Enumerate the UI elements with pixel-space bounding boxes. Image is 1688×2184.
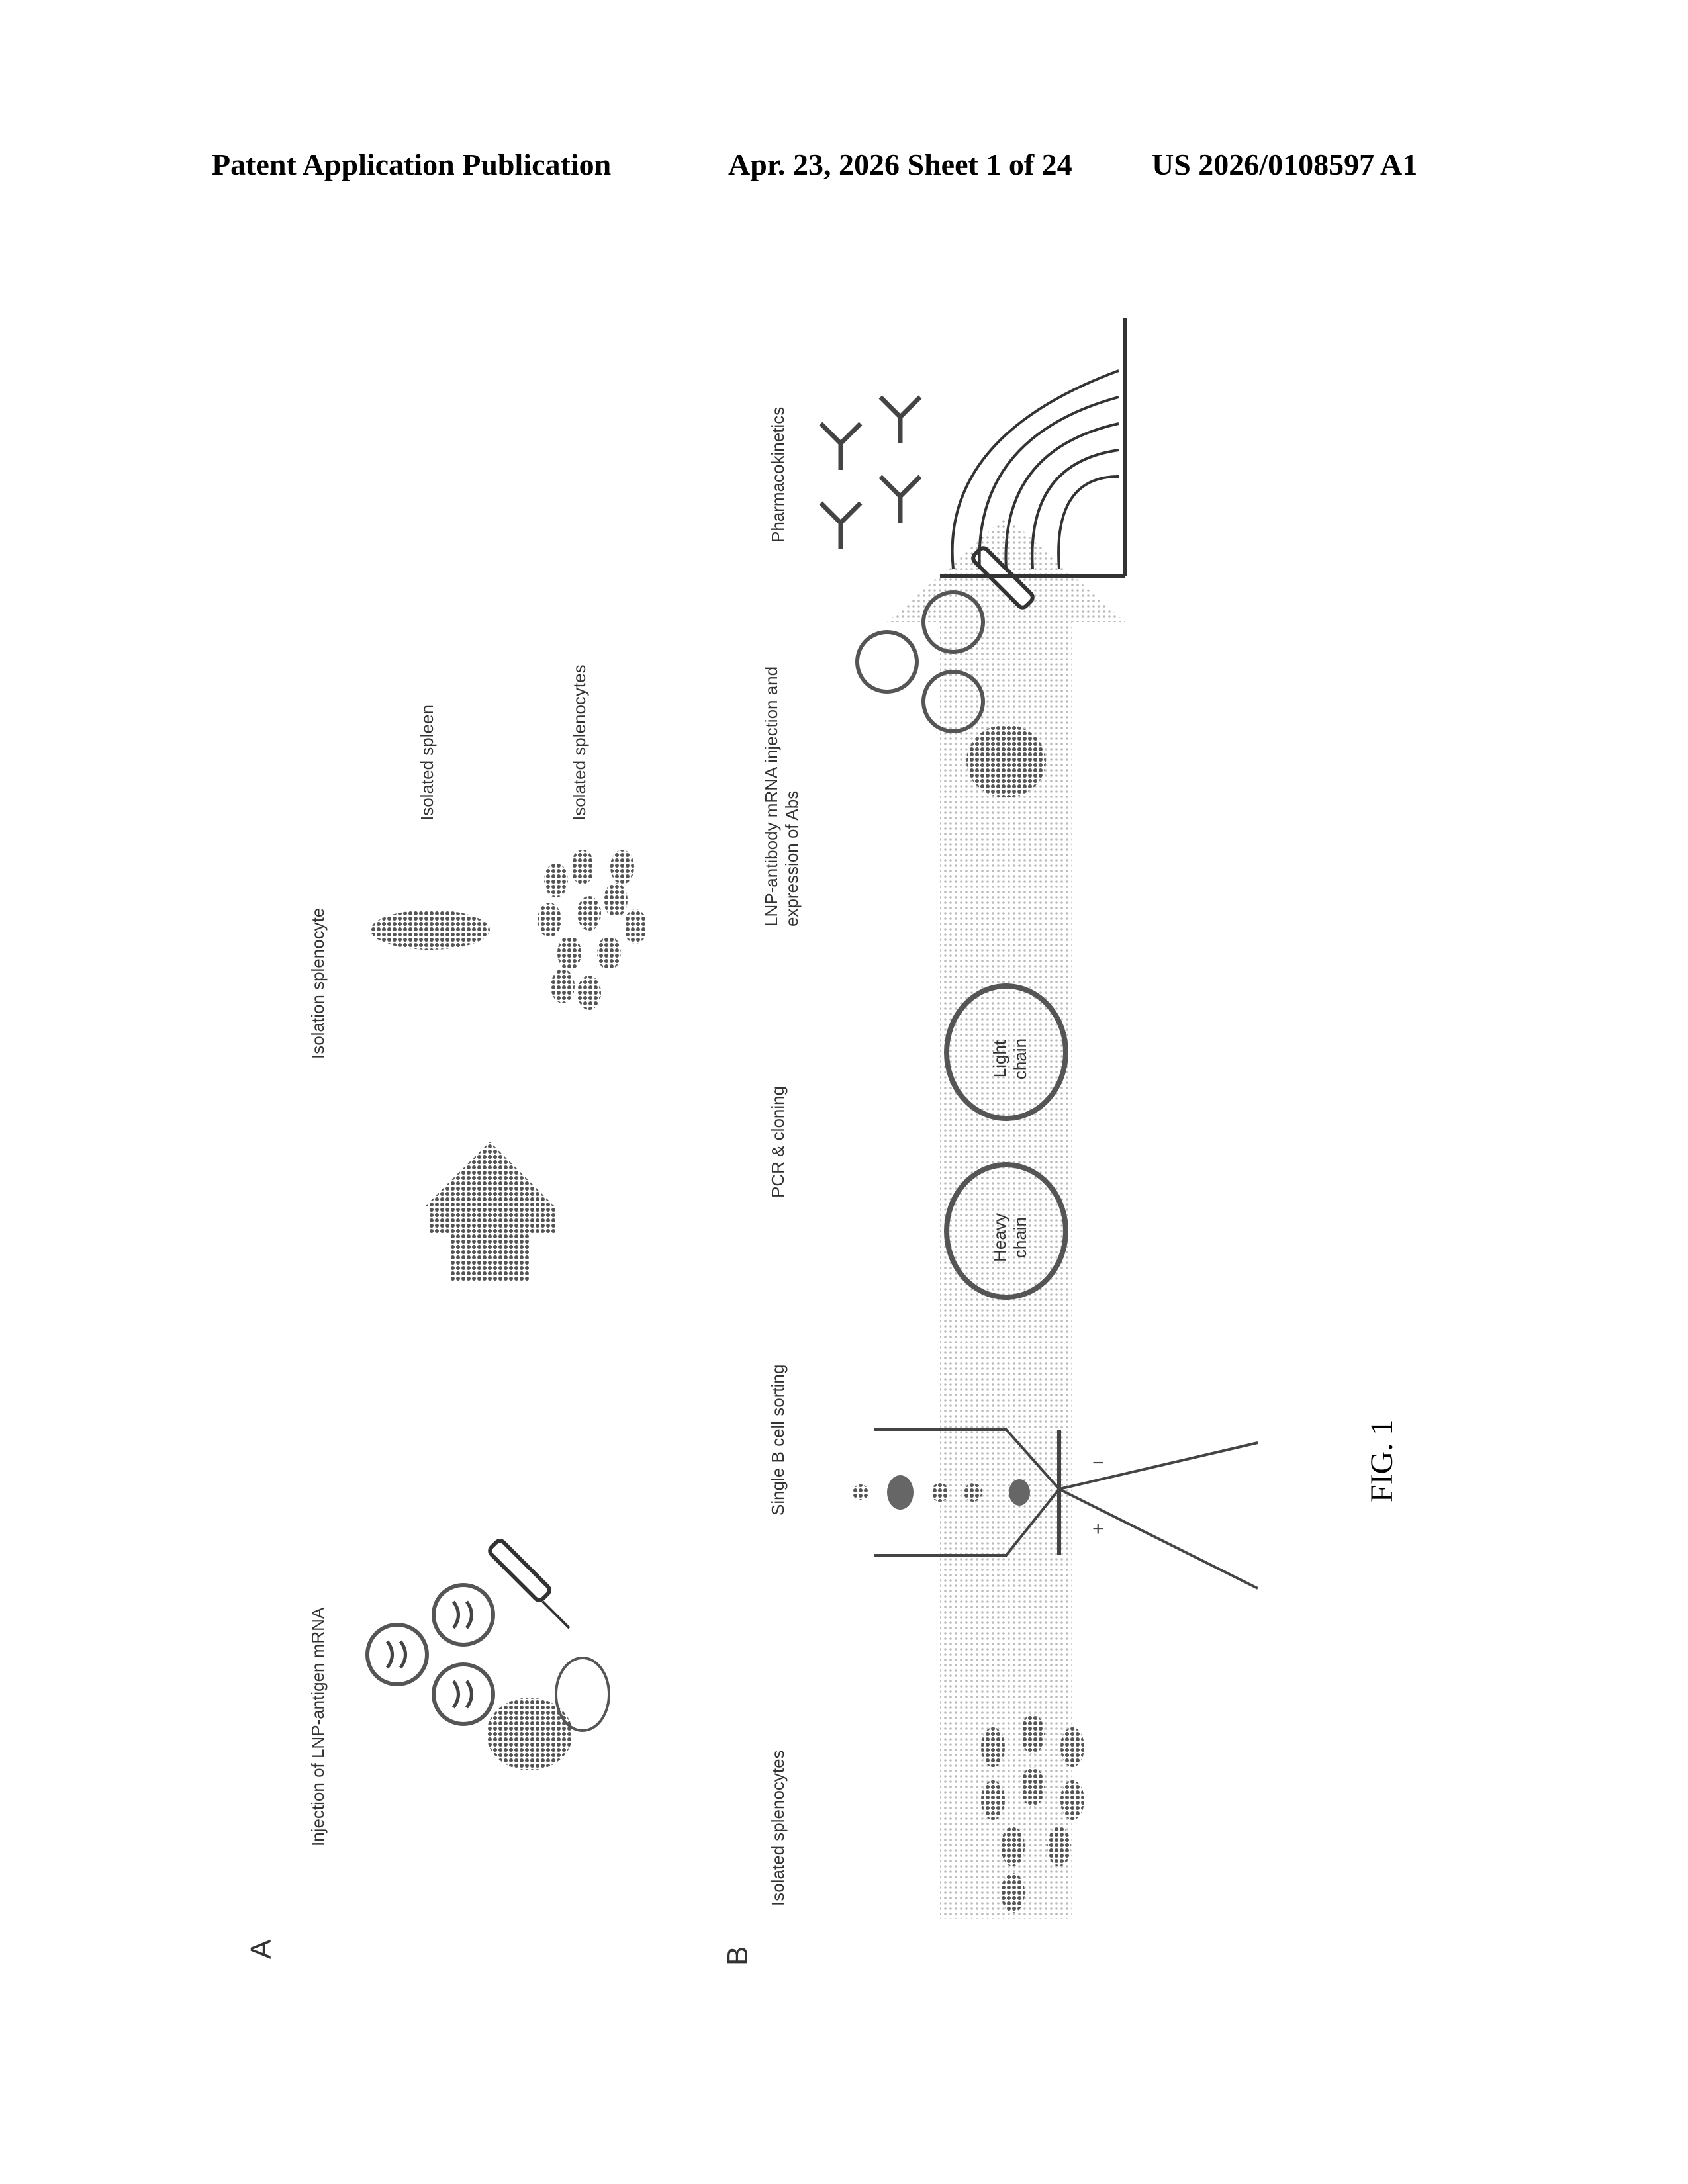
light-chain-circle [944,983,1068,1121]
splenocyte-cluster-icon [538,850,647,1010]
step-label: LNP-antibody mRNA injection and expressi… [761,666,802,927]
light-chain-label: Light chain [990,1038,1030,1080]
step-label: PCR & cloning [768,1085,788,1198]
antibody-icon [819,395,922,549]
step-label: Isolated splenocytes [569,664,589,821]
arrow-icon [424,1142,556,1281]
heavy-chain-label: Heavy chain [990,1213,1030,1262]
page-header: Patent Application Publication Apr. 23, … [212,147,1470,187]
spleen-icon [371,910,490,950]
date-sheet: Apr. 23, 2026 Sheet 1 of 24 [728,148,1072,181]
lnp-particle-icon [365,1583,495,1726]
pharmacokinetics-plot [940,318,1127,578]
step-label: Isolated spleen [417,705,437,821]
step-label: Pharmacokinetics [768,406,788,543]
plus-sign: + [1092,1518,1104,1540]
cell-sorter-icon: − + [853,1428,1258,1590]
step-label: Isolated splenocytes [768,1750,788,1906]
publication-type: Patent Application Publication [212,148,612,181]
minus-sign: − [1092,1452,1104,1474]
panel-letter-a: A [245,1939,277,1959]
figure-label: FIG. 1 [1364,1419,1399,1502]
mouse-icon [487,1657,610,1770]
syringe-icon [488,1539,571,1629]
step-label: Single B cell sorting [768,1364,788,1516]
mouse-icon [966,725,1046,797]
step-label: Injection of LNP-antigen mRNA [308,1607,328,1846]
splenocyte-cluster-icon [981,1714,1084,1913]
publication-number: US 2026/0108597 A1 [1152,148,1418,181]
step-label: Isolation splenocyte [308,907,328,1059]
heavy-chain-circle [944,1162,1068,1300]
panel-letter-b: B [722,1946,754,1966]
lnp-particle-icon [855,590,985,733]
